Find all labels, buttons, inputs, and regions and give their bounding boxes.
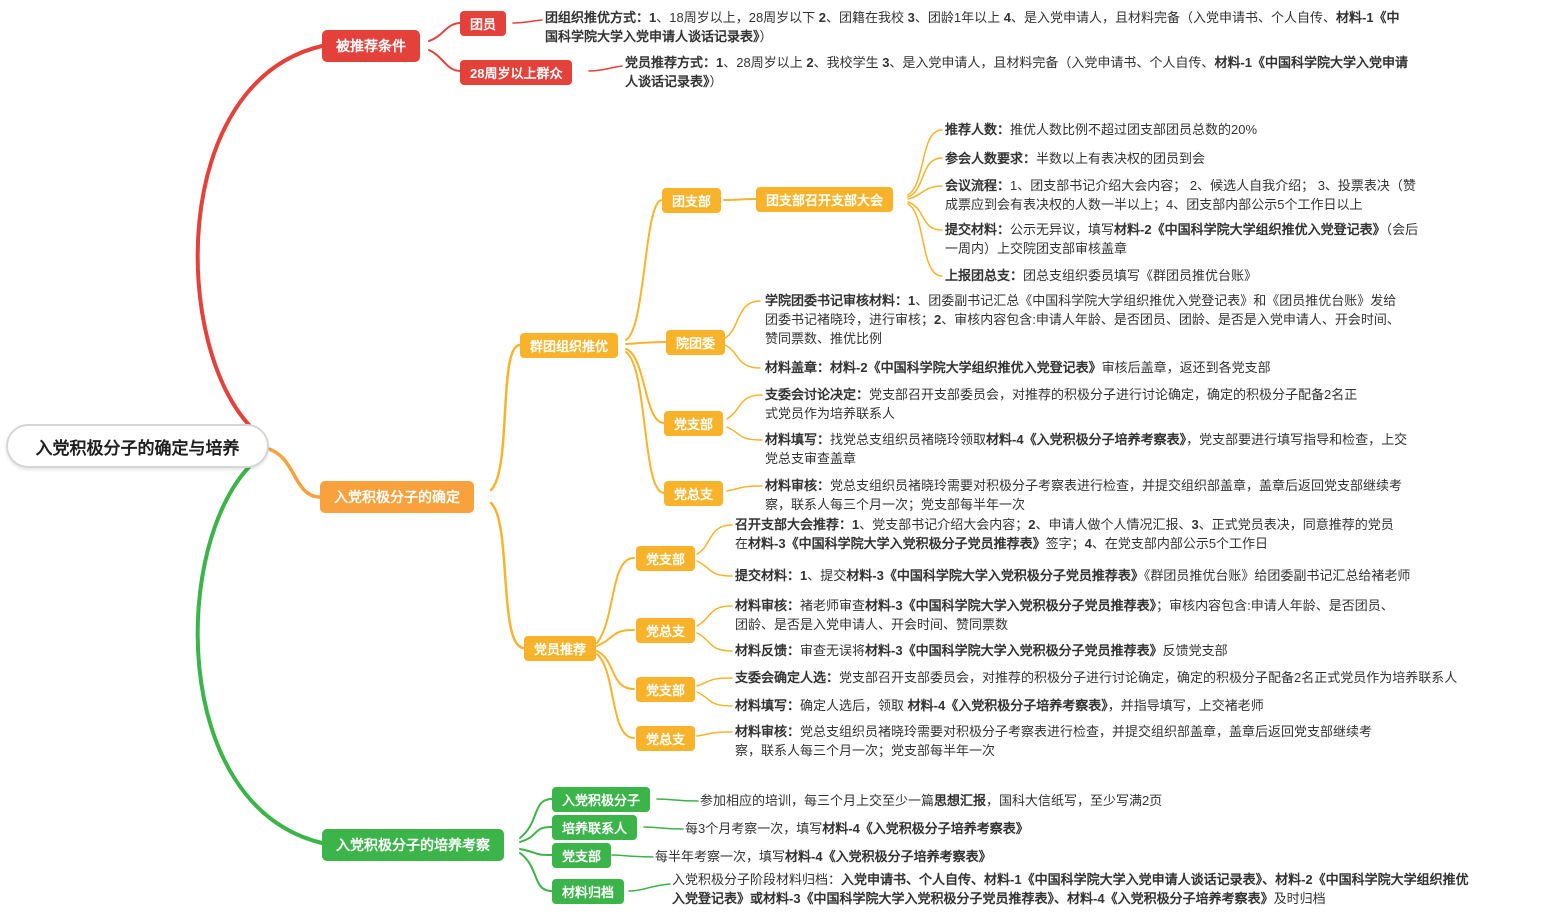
topic-college-league-committee[interactable]: 院团委	[666, 330, 726, 355]
leaf-branch2-fill[interactable]: 材料填写：确定人选后，领取 材料-4《入党积极分子培养考察表》，并指导填写，上交…	[735, 698, 1264, 713]
topic-party-general-branch[interactable]: 党总支	[664, 481, 724, 506]
topic-party-branch-1[interactable]: 党支部	[636, 546, 696, 571]
leaf-branch-inspection[interactable]: 每半年考察一次，填写材料-4《入党积极分子培养考察表》	[655, 849, 992, 864]
leaf-general1-feedback[interactable]: 材料反馈：审查无误将材料-3《中国科学院大学入党积极分子党员推荐表》反馈党支部	[735, 643, 1228, 658]
leaf-meeting-process[interactable]: 会议流程：1、团支部书记介绍大会内容； 2、候选人自我介绍； 3、投票表决（赞成…	[945, 178, 1416, 212]
leaf-general1-review[interactable]: 材料审核：褚老师审查材料-3《中国科学院大学入党积极分子党员推荐表》；审核内容包…	[735, 598, 1394, 632]
leaf-contact-inspection[interactable]: 每3个月考察一次，填写材料-4《入党积极分子培养考察表》	[685, 821, 1029, 836]
topic-material-archive[interactable]: 材料归档	[552, 879, 625, 904]
leaf-college-seal[interactable]: 材料盖章：材料-2《中国科学院大学组织推优入党登记表》审核后盖章，返还到各党支部	[765, 360, 1271, 375]
leaf-over-28-detail[interactable]: 党员推荐方式：1、28周岁以上 2、我校学生 3、是入党申请人，且材料完备（入党…	[625, 55, 1408, 89]
branch-cultivation-observation[interactable]: 入党积极分子的培养考察	[322, 829, 504, 861]
red-connectors	[195, 19, 623, 431]
branch-activist-determination[interactable]: 入党积极分子的确定	[320, 481, 474, 513]
topic-league-branch-meeting[interactable]: 团支部召开支部大会	[756, 187, 894, 212]
topic-member-recommendation[interactable]: 党员推荐	[524, 636, 597, 661]
branch-recommend-conditions[interactable]: 被推荐条件	[322, 30, 420, 62]
leaf-league-member-detail[interactable]: 团组织推优方式：1、18周岁以上，28周岁以下 2、团籍在我校 3、团龄1年以上…	[545, 10, 1400, 44]
topic-party-general-1[interactable]: 党总支	[636, 618, 696, 643]
leaf-recommend-count[interactable]: 推荐人数：推优人数比例不超过团支部团员总数的20%	[945, 122, 1258, 137]
leaf-attendance-requirement[interactable]: 参会人数要求：半数以上有表决权的团员到会	[945, 151, 1206, 166]
root-topic[interactable]: 入党积极分子的确定与培养	[6, 424, 269, 468]
topic-party-general-2[interactable]: 党总支	[636, 726, 696, 751]
leaf-committee-decide[interactable]: 支委会讨论决定：党支部召开支部委员会，对推荐的积极分子进行讨论确定，确定的积极分…	[765, 387, 1358, 421]
leaf-activist-training[interactable]: 参加相应的培训，每三个月上交至少一篇思想汇报，国科大信纸写，至少写满2页	[700, 793, 1163, 808]
leaf-report-general-league[interactable]: 上报团总支：团总支组织委员填写《群团员推优台账》	[945, 268, 1258, 283]
leaf-general2-review[interactable]: 材料审核：党总支组织员褚晓玲需要对积极分子考察表进行检查，并提交组织部盖章，盖章…	[735, 724, 1373, 758]
green-connectors	[195, 461, 699, 892]
topic-league-member[interactable]: 团员	[460, 11, 507, 36]
topic-activist[interactable]: 入党积极分子	[552, 787, 651, 812]
topic-over-28-masses[interactable]: 28周岁以上群众	[460, 60, 573, 85]
topic-party-branch[interactable]: 党支部	[664, 411, 724, 436]
leaf-general-review[interactable]: 材料审核：党总支组织员褚晓玲需要对积极分子考察表进行检查，并提交组织部盖章，盖章…	[765, 478, 1403, 512]
topic-league-org-promotion[interactable]: 群团组织推优	[520, 333, 619, 358]
leaf-college-review[interactable]: 学院团委书记审核材料：1、团委副书记汇总《中国科学院大学组织推优入党登记表》和《…	[765, 293, 1400, 346]
leaf-branch-submit[interactable]: 提交材料：1、提交材料-3《中国科学院大学入党积极分子党员推荐表》《群团员推优台…	[735, 568, 1411, 583]
topic-cultivation-party-branch[interactable]: 党支部	[552, 843, 612, 868]
yellow-connectors	[489, 129, 943, 739]
topic-league-branch[interactable]: 团支部	[662, 188, 722, 213]
topic-cultivation-contact[interactable]: 培养联系人	[552, 815, 638, 840]
orange-connectors	[267, 447, 322, 499]
leaf-submit-materials[interactable]: 提交材料：公示无异议，填写材料-2《中国科学院大学组织推优入党登记表》（会后一周…	[945, 222, 1419, 256]
topic-party-branch-2[interactable]: 党支部	[636, 677, 696, 702]
leaf-branch-meeting-recommend[interactable]: 召开支部大会推荐：1、党支部书记介绍大会内容；2、申请人做个人情况汇报、3、正式…	[735, 517, 1394, 551]
leaf-branch2-decide[interactable]: 支委会确定人选：党支部召开支部委员会，对推荐的积极分子进行讨论确定，确定的积极分…	[735, 670, 1458, 685]
leaf-material-fill[interactable]: 材料填写：找党总支组织员褚晓玲领取材料-4《入党积极分子培养考察表》，党支部要进…	[765, 432, 1408, 466]
leaf-archive-detail[interactable]: 入党积极分子阶段材料归档：入党申请书、个人自传、材料-1《中国科学院大学入党申请…	[672, 872, 1469, 906]
